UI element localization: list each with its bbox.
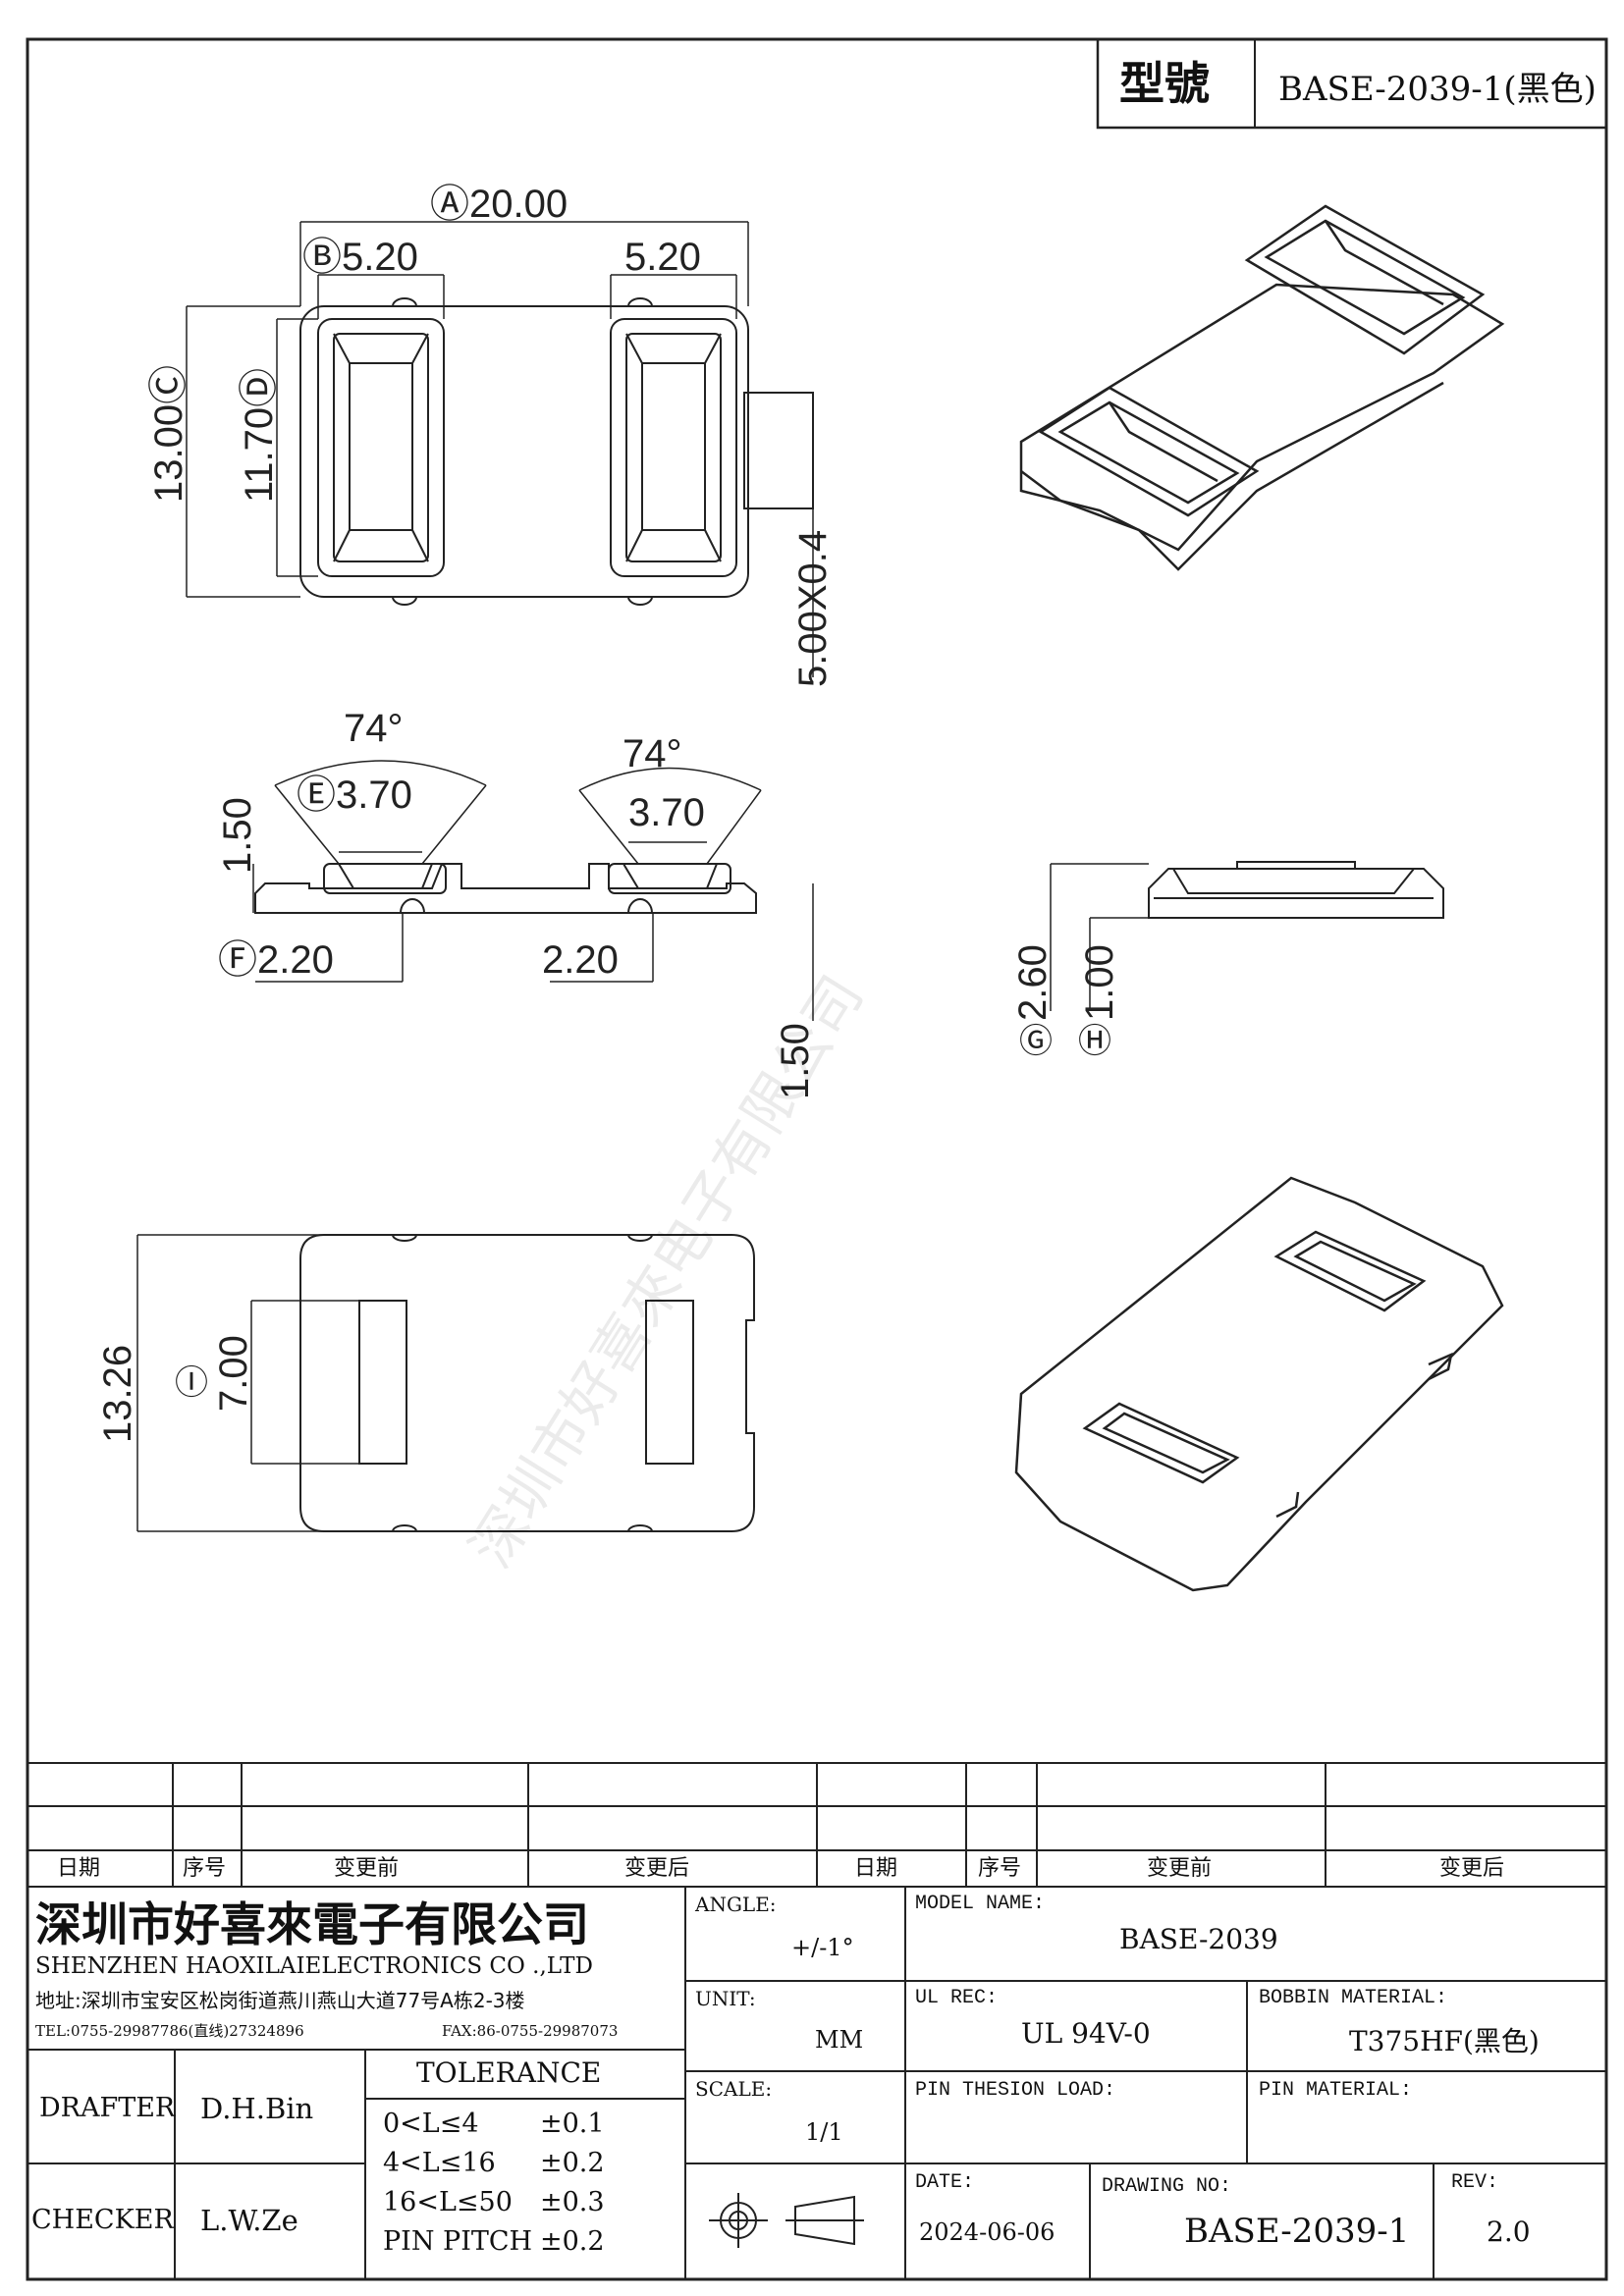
isometric-view-top <box>1019 204 1505 571</box>
title-block-lines <box>27 1886 1607 2280</box>
drafter-value: D.H.Bin <box>200 2092 314 2125</box>
top-view-drawing <box>299 297 814 606</box>
label-g: Ⓖ <box>1019 1023 1053 1060</box>
bottom-view-drawing <box>299 1234 755 1532</box>
company-name-cn: 深圳市好喜來電子有限公司 <box>35 1898 589 1952</box>
model-value: BASE-2039-1(黑色) <box>1278 70 1597 109</box>
tolerance-value-1: ±0.2 <box>540 2148 605 2178</box>
ul-rec-label: UL REC: <box>915 1987 999 2009</box>
date-label: DATE: <box>915 2171 975 2194</box>
label-i: Ⓘ <box>175 1364 208 1402</box>
end-view-dimension-lines <box>1050 863 1149 1011</box>
rev-header-after-2: 变更后 <box>1439 1856 1505 1881</box>
label-h: Ⓗ <box>1078 1023 1111 1060</box>
company-fax: FAX:86-0755-29987073 <box>442 2022 619 2040</box>
bobbin-material-label: BOBBIN MATERIAL: <box>1259 1987 1448 2009</box>
checker-value: L.W.Ze <box>200 2204 298 2237</box>
rev-header-after-1: 变更后 <box>624 1856 690 1881</box>
drawing-no-value: BASE-2039-1 <box>1184 2212 1410 2251</box>
drawing-no-label: DRAWING NO: <box>1102 2175 1232 2198</box>
scale-value: 1/1 <box>805 2118 843 2146</box>
pin-material-label: PIN MATERIAL: <box>1259 2079 1413 2102</box>
scale-label: SCALE: <box>695 2077 773 2101</box>
drafter-label: DRAFTER <box>39 2093 176 2123</box>
rev-header-date-2: 日期 <box>854 1856 898 1881</box>
bottom-view-dimension-lines <box>136 1234 359 1532</box>
unit-label: UNIT: <box>695 1987 756 2010</box>
dim-opening-left: Ⓔ3.70 <box>297 774 412 817</box>
ul-rec-value: UL 94V-0 <box>1021 2017 1151 2050</box>
projection-symbol <box>709 2193 864 2248</box>
dim-left-slot: Ⓑ5.20 <box>302 236 418 279</box>
date-value: 2024-06-06 <box>919 2218 1056 2246</box>
tolerance-value-3: ±0.2 <box>540 2226 605 2257</box>
tolerance-range-1: 4<L≤16 <box>383 2148 496 2178</box>
dim-opening-right: 3.70 <box>628 791 705 834</box>
end-view-drawing <box>1148 861 1444 919</box>
unit-value: MM <box>815 2026 864 2054</box>
angle-label: ANGLE: <box>695 1893 777 1916</box>
rev-value: 2.0 <box>1487 2216 1531 2248</box>
model-name-label: MODEL NAME: <box>915 1893 1046 1915</box>
angle-left: 74° <box>344 707 404 750</box>
side-view-dimension-lines <box>252 760 814 1021</box>
checker-label: CHECKER <box>31 2205 174 2235</box>
pin-tension-label: PIN THESION LOAD: <box>915 2079 1116 2102</box>
revision-table-lines <box>27 1762 1607 1888</box>
tolerance-value-2: ±0.3 <box>540 2187 605 2217</box>
rev-header-seq-1: 序号 <box>183 1856 227 1881</box>
company-name-en: SHENZHEN HAOXILAIELECTRONICS CO .,LTD <box>35 1953 593 1979</box>
top-view-dimension-lines <box>186 221 814 677</box>
dim-right-slot: 5.20 <box>624 236 701 279</box>
model-label: 型號 <box>1119 57 1210 110</box>
rev-header-before-2: 变更前 <box>1147 1856 1213 1881</box>
rev-label: REV: <box>1451 2171 1499 2194</box>
tolerance-range-0: 0<L≤4 <box>383 2109 479 2139</box>
isometric-view-bottom <box>1014 1176 1504 1592</box>
tolerance-range-3: PIN PITCH <box>383 2226 533 2257</box>
title-box <box>1096 37 1608 130</box>
rev-header-seq-2: 序号 <box>978 1856 1022 1881</box>
angle-value: +/-1° <box>791 1934 854 1961</box>
side-view-drawing <box>254 863 757 914</box>
tolerance-range-2: 16<L≤50 <box>383 2187 513 2217</box>
dim-pin-right: 2.20 <box>542 938 619 982</box>
model-name-value: BASE-2039 <box>1119 1923 1278 1955</box>
tolerance-value-0: ±0.1 <box>540 2109 605 2139</box>
rev-header-before-1: 变更前 <box>334 1856 400 1881</box>
dim-total-width: Ⓐ20.00 <box>430 183 568 226</box>
bobbin-material-value: T375HF(黑色) <box>1349 2025 1540 2057</box>
company-tel: TEL:0755-29987786(直线)27324896 <box>35 2022 304 2040</box>
dim-pin-left: Ⓕ2.20 <box>218 938 334 982</box>
rev-header-date-1: 日期 <box>57 1856 101 1881</box>
company-address: 地址:深圳市宝安区松岗街道燕川燕山大道77号A栋2-3楼 <box>35 1989 525 2012</box>
angle-right: 74° <box>623 732 682 775</box>
tolerance-title: TOLERANCE <box>416 2056 602 2089</box>
